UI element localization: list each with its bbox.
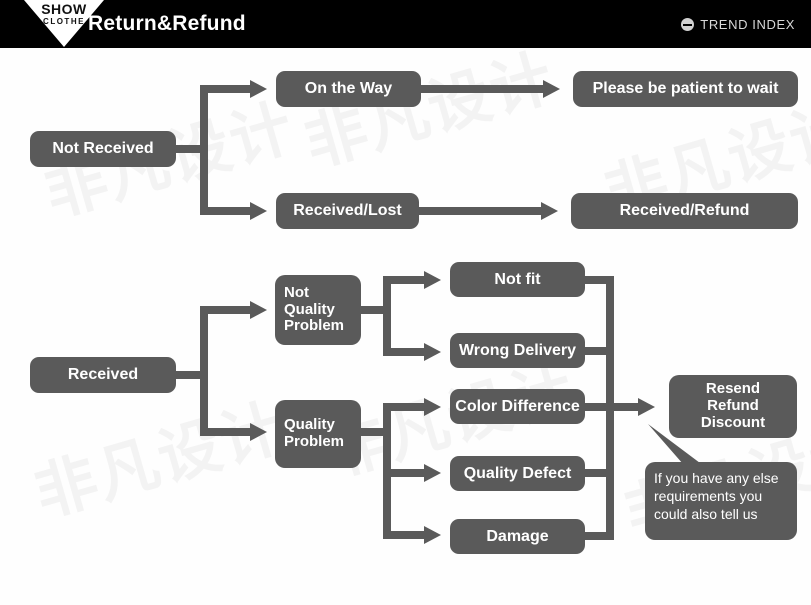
connector-damage-out [585,532,614,540]
connector-lost-to-refund [419,207,545,215]
arrow-to-on-the-way [250,80,267,98]
arrow-to-received-lost [250,202,267,220]
node-please-be-patient[interactable]: Please be patient to wait [573,71,798,107]
resolution-text: Resend Refund Discount [700,380,766,431]
brand-logo: SHOW CLOTHE [24,0,104,48]
arrow-to-color-difference [424,398,441,416]
trend-index-brand: TREND INDEX [681,17,795,32]
node-not-quality-problem[interactable]: Not Quality Problem [275,275,361,345]
connector-not-received-spine [200,85,208,215]
logo-sub-text: CLOTHE [43,17,85,26]
connector-to-not-fit [383,276,428,284]
connector-on-the-way-to-wait [421,85,547,93]
connector-qp-spine [383,403,391,531]
node-received-refund[interactable]: Received/Refund [571,193,798,229]
node-received-lost[interactable]: Received/Lost [276,193,419,229]
connector-received-stem [176,371,208,379]
node-quality-defect[interactable]: Quality Defect [450,456,585,491]
logo-main-text: SHOW [41,1,87,17]
page-title: Return&Refund [88,12,246,35]
connector-color-difference-out [585,403,614,411]
arrow-to-resolution [638,398,655,416]
node-not-received[interactable]: Not Received [30,131,176,167]
callout-extra-requirements: If you have any else requirements you co… [645,462,797,540]
node-quality-problem-text: Quality Problem [284,416,345,450]
node-received[interactable]: Received [30,357,176,393]
arrow-to-quality-defect [424,464,441,482]
node-quality-problem[interactable]: Quality Problem [275,400,361,468]
connector-not-fit-out [585,276,614,284]
connector-to-quality-defect [383,469,428,477]
connector-nqp-spine [383,276,391,356]
callout-line-1: If you have any else [654,470,779,486]
connector-nqp-stem [361,306,391,314]
connector-quality-defect-out [585,469,614,477]
connector-wrong-delivery-out [585,347,614,355]
node-not-quality-problem-text: Not Quality Problem [284,283,345,335]
node-on-the-way[interactable]: On the Way [276,71,421,107]
connector-received-spine [200,306,208,436]
connector-to-damage [383,531,428,539]
node-not-fit[interactable]: Not fit [450,262,585,297]
arrow-to-quality-problem [250,423,267,441]
brand-label: TREND INDEX [700,17,795,32]
callout-tail-icon [648,424,712,472]
connector-not-received-stem [176,145,208,153]
circle-arrow-icon [681,18,695,31]
arrow-to-please-wait [543,80,560,98]
arrow-to-damage [424,526,441,544]
arrow-to-not-fit [424,271,441,289]
node-wrong-delivery[interactable]: Wrong Delivery [450,333,585,368]
node-damage[interactable]: Damage [450,519,585,554]
arrow-to-received-refund [541,202,558,220]
connector-to-color-difference [383,403,428,411]
node-color-difference[interactable]: Color Difference [450,389,585,424]
connector-to-quality-problem [200,428,255,436]
connector-to-not-quality-problem [200,306,255,314]
arrow-to-wrong-delivery [424,343,441,361]
connector-qp-stem [361,428,391,436]
header-bar: SHOW CLOTHE Return&Refund TREND INDEX [0,0,811,48]
connector-to-on-the-way [200,85,255,93]
connector-to-resolution [606,403,642,411]
connector-to-received-lost [200,207,255,215]
node-resend-refund-discount[interactable]: Resend Refund Discount [669,375,797,438]
triangle-logo-icon [24,0,104,47]
logo-text: SHOW CLOTHE [24,2,104,27]
callout-line-2: requirements you [654,487,763,504]
callout-line-3: could also tell us [654,505,758,522]
arrow-to-not-quality-problem [250,301,267,319]
connector-to-wrong-delivery [383,348,428,356]
watermark: 非凡设计 [26,389,293,531]
